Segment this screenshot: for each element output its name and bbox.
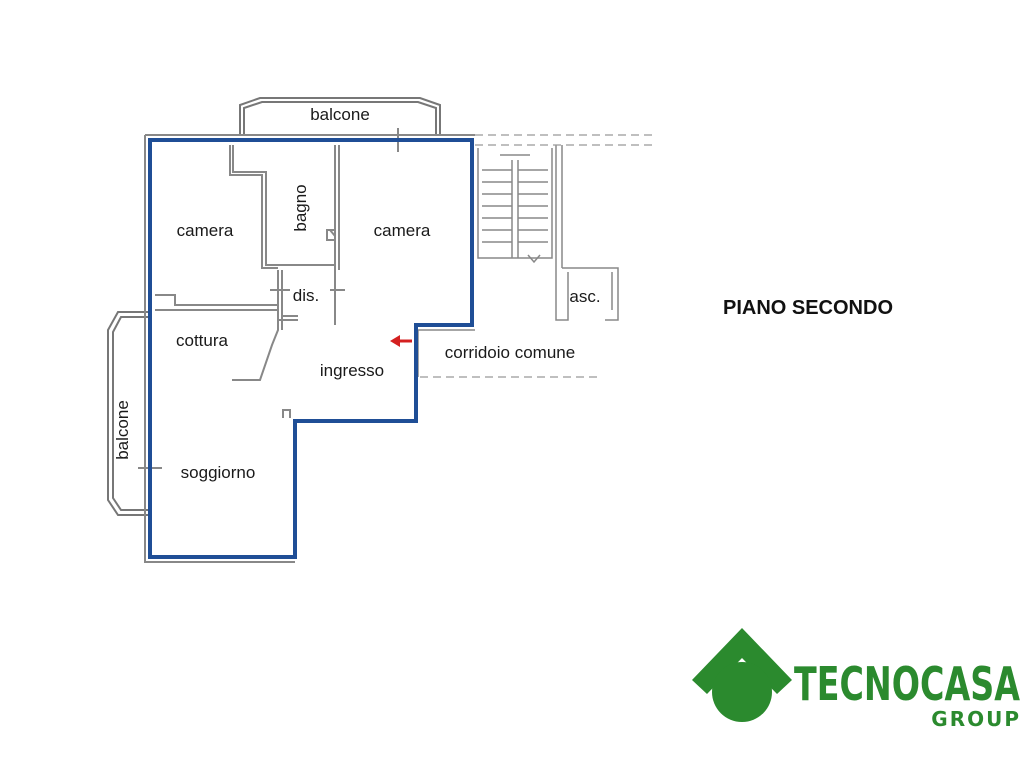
label-ingresso: ingresso xyxy=(320,361,384,380)
label-bagno: bagno xyxy=(291,184,310,231)
label-asc: asc. xyxy=(569,287,600,306)
label-soggiorno: soggiorno xyxy=(181,463,256,482)
house-icon xyxy=(692,628,792,722)
interior-walls xyxy=(138,128,475,563)
label-balcone-left: balcone xyxy=(113,400,132,460)
unit-outline xyxy=(148,138,474,559)
logo-group-text: GROUP xyxy=(931,707,1021,731)
logo-brand-text: TECNOCASA xyxy=(794,657,1020,711)
label-corridoio-comune: corridoio comune xyxy=(445,343,575,362)
staircase xyxy=(477,145,619,321)
tecnocasa-logo: TECNOCASA GROUP xyxy=(692,628,1021,731)
floor-title: PIANO SECONDO xyxy=(723,297,893,319)
label-camera-right: camera xyxy=(374,221,431,240)
balcony-top xyxy=(239,97,441,135)
balcony-left xyxy=(107,311,148,516)
label-camera-left: camera xyxy=(177,221,234,240)
common-area-dashed xyxy=(420,134,655,378)
label-balcone-top: balcone xyxy=(310,105,370,124)
label-cottura: cottura xyxy=(176,331,229,350)
entrance-arrow xyxy=(390,335,412,347)
label-dis: dis. xyxy=(293,286,319,305)
